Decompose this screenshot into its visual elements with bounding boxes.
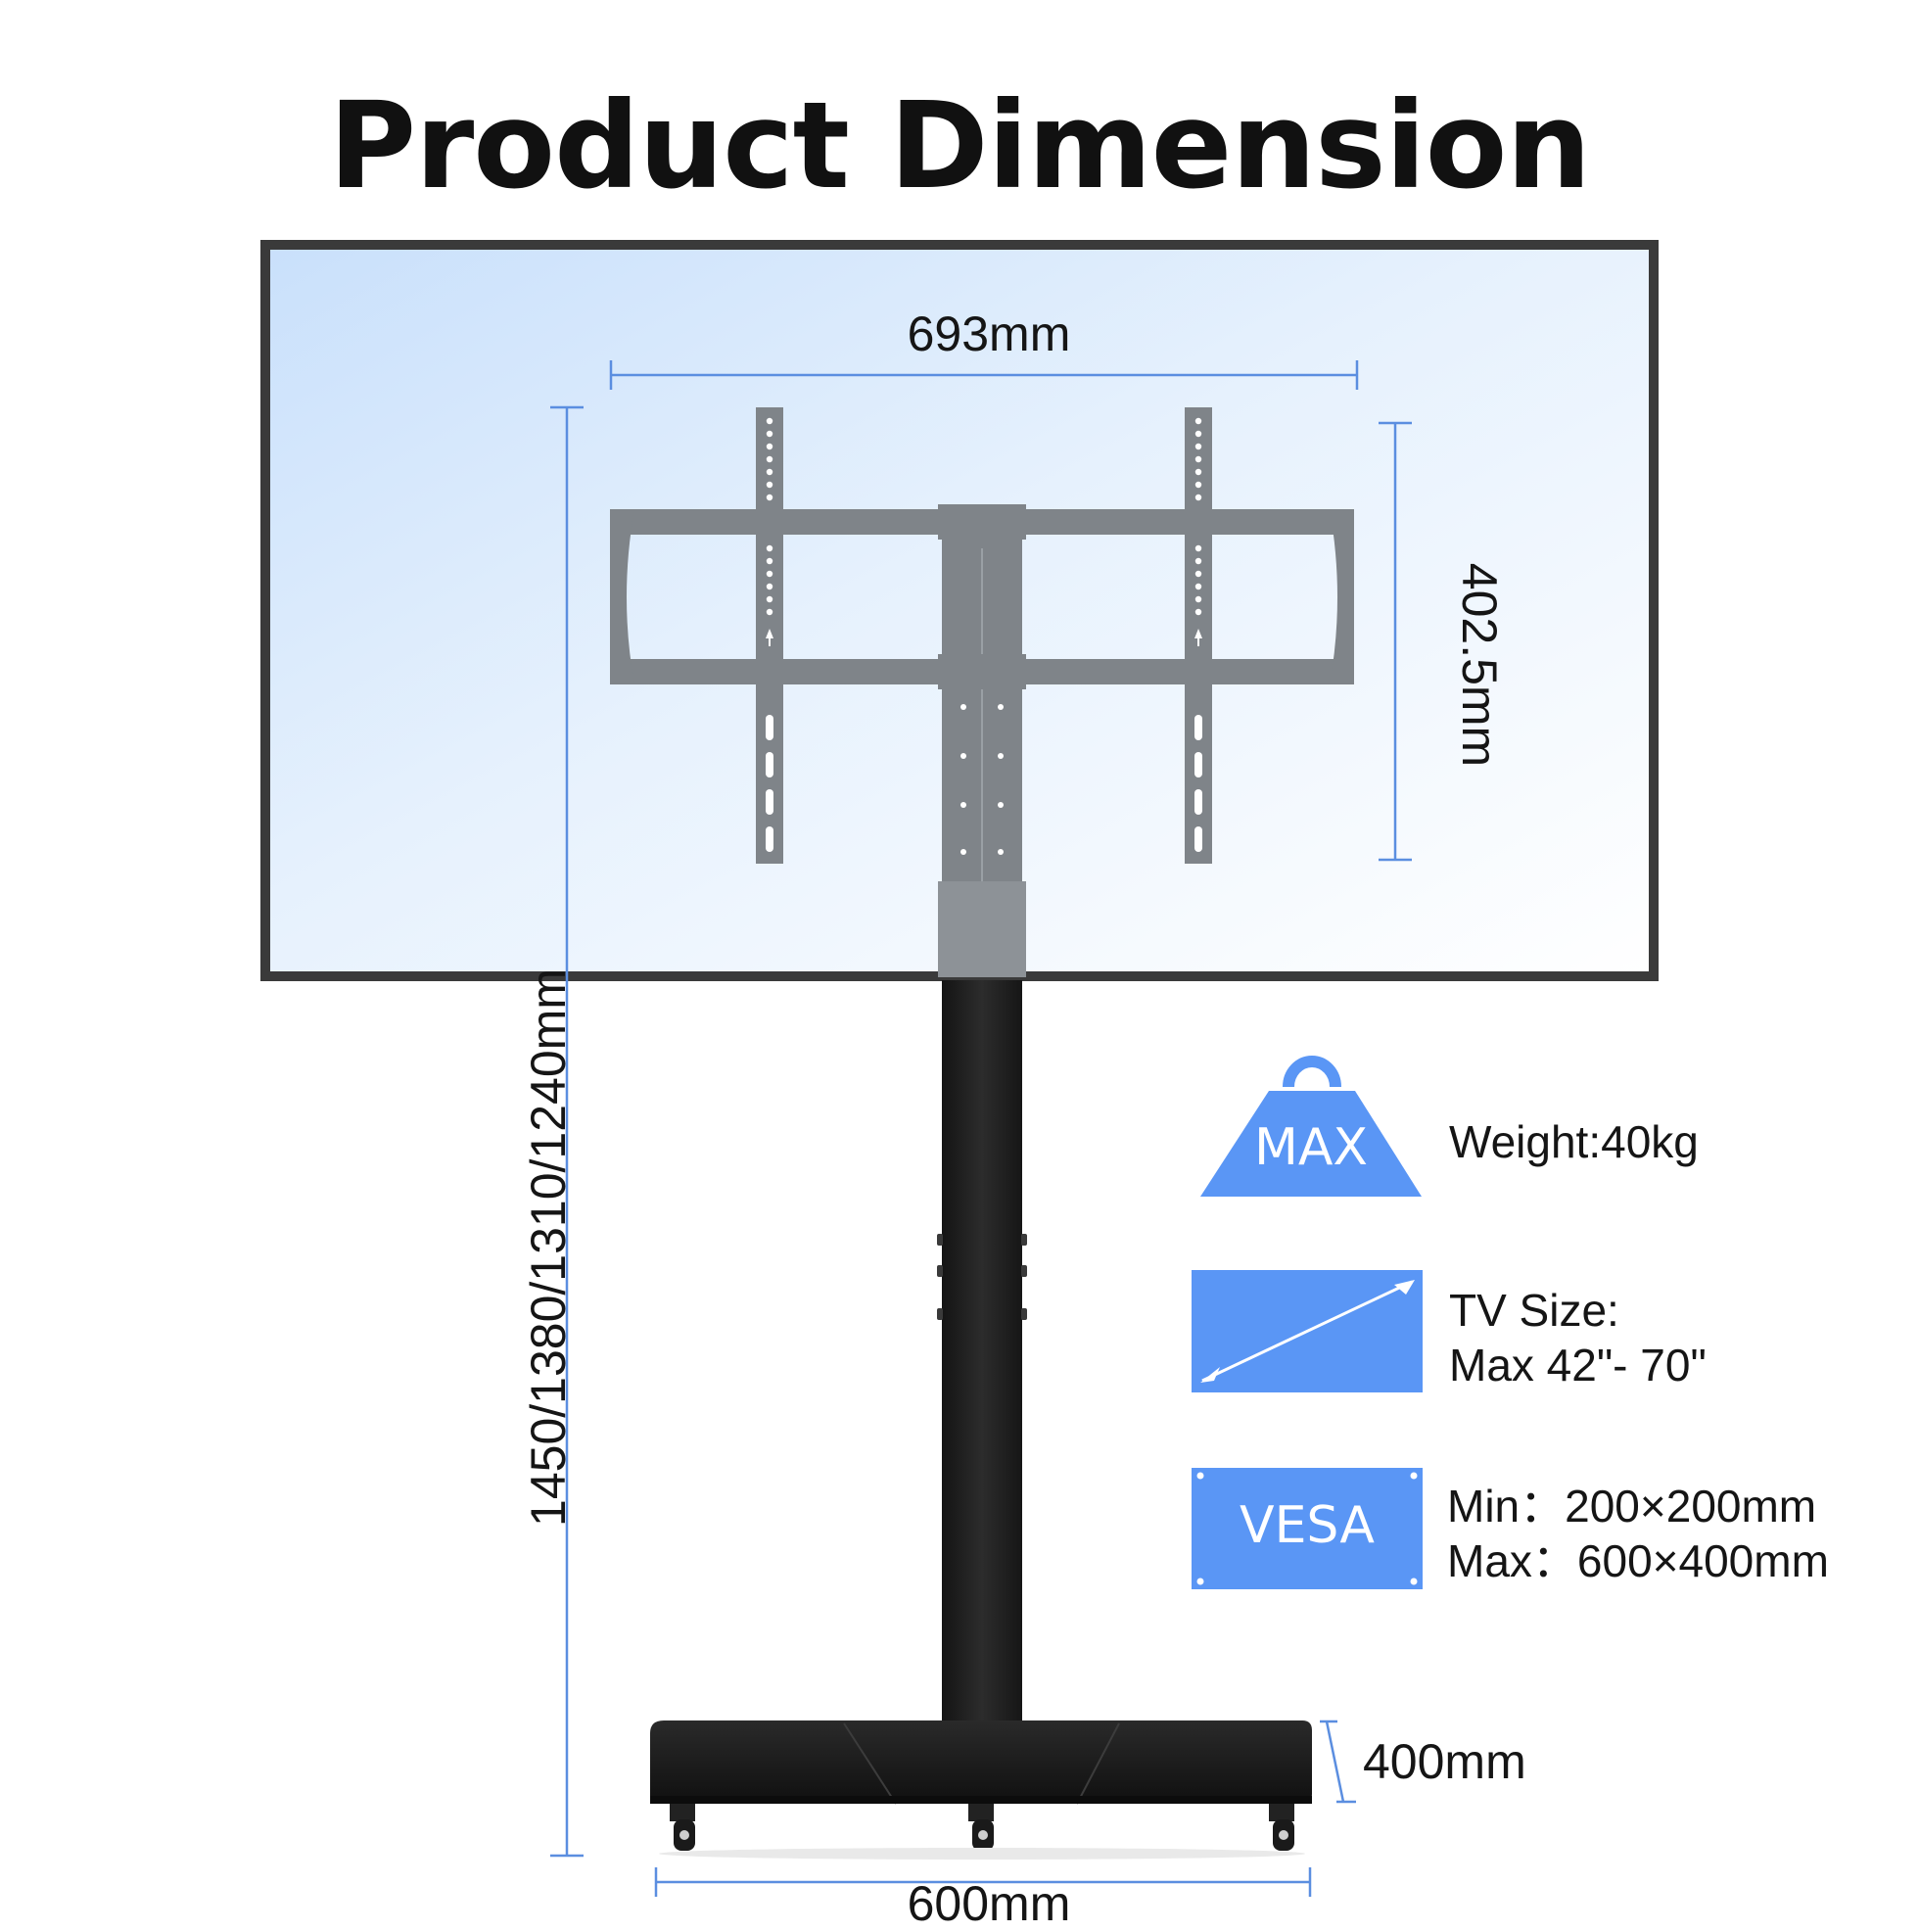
stand-pole-upper <box>938 537 1026 977</box>
tv-size-line-2: Max 42"- 70" <box>1449 1340 1707 1390</box>
vesa-badge-label: VESA <box>1240 1496 1375 1555</box>
stand-base <box>650 1720 1312 1805</box>
vesa-plate-icon <box>1192 1468 1423 1589</box>
caster-wheels <box>659 1804 1305 1860</box>
base-depth-label: 400mm <box>1363 1734 1526 1789</box>
page-title: Product Dimension <box>328 76 1592 215</box>
stand-pole <box>931 980 1033 1741</box>
vesa-min-line: Min：200×200mm <box>1447 1481 1817 1531</box>
tv-diagonal-icon <box>1192 1270 1423 1392</box>
max-badge-label: MAX <box>1253 1118 1369 1177</box>
weight-spec: Weight:40kg <box>1449 1116 1699 1167</box>
bracket-height-label: 402.5mm <box>1452 562 1507 768</box>
mounting-bracket <box>610 407 1354 864</box>
overall-height-label: 1450/1380/1310/1240mm <box>521 968 576 1527</box>
vesa-max-line: Max：600×400mm <box>1447 1535 1829 1586</box>
bracket-width-label: 693mm <box>907 306 1071 361</box>
weight-icon <box>1200 1056 1422 1197</box>
dimension-lines <box>550 360 1412 1897</box>
base-width-label: 600mm <box>907 1876 1071 1931</box>
bracket-arm-holes <box>766 417 1202 852</box>
tv-size-spec: TV Size: Max 42"- 70" <box>1449 1283 1707 1392</box>
tv-size-line-1: TV Size: <box>1449 1285 1619 1336</box>
vesa-spec: Min：200×200mm Max：600×400mm <box>1447 1479 1829 1588</box>
